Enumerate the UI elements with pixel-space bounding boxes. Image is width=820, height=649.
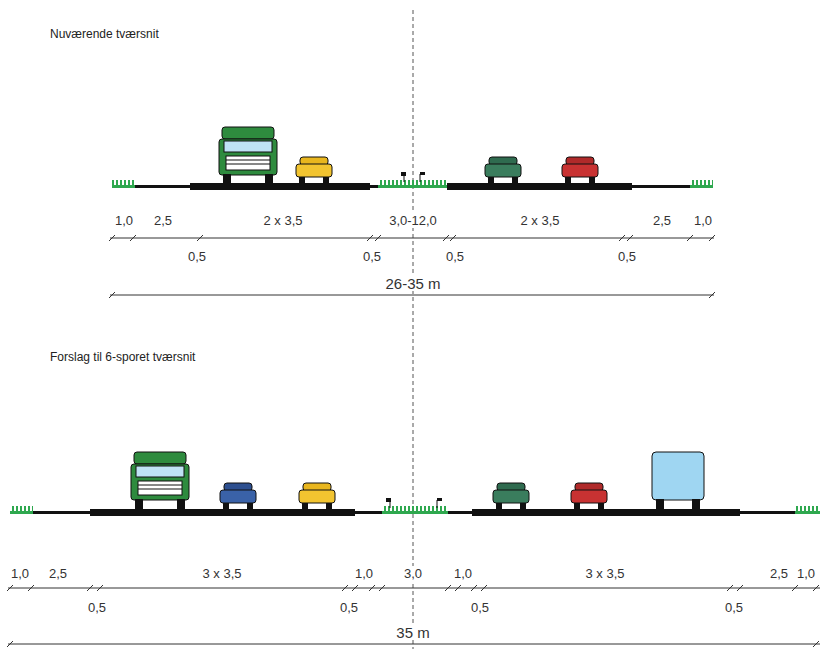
dimension-tick — [792, 585, 798, 591]
dimension-tick — [619, 235, 625, 241]
dimension-label: 1,0 — [9, 566, 31, 581]
dimension-tick — [687, 235, 693, 241]
dimension-label: 35 m — [394, 625, 431, 640]
dimension-label: 2,5 — [47, 566, 69, 581]
dimension-label: 0,5 — [186, 249, 208, 264]
dimension-tick — [375, 235, 381, 241]
dimension-tick — [369, 585, 375, 591]
dimension-tick — [727, 585, 733, 591]
section-heading: Nuværende tværsnit — [48, 27, 161, 42]
dimension-tick — [97, 585, 103, 591]
dimension-label: 2,5 — [152, 213, 174, 228]
dimension-label: 3,0-12,0 — [387, 213, 439, 228]
dimension-label: 0,5 — [469, 600, 491, 615]
dimension-label: 2,5 — [768, 566, 790, 581]
dimension-label: 1,0 — [692, 213, 714, 228]
dimension-label: 26-35 m — [383, 276, 442, 291]
dimension-tick — [443, 235, 449, 241]
dimension-label: 1,0 — [795, 566, 817, 581]
dimension-tick — [450, 235, 456, 241]
dimension-label: 1,0 — [113, 213, 135, 228]
dimension-label: 0,5 — [338, 600, 360, 615]
dimension-tick — [109, 235, 115, 241]
dimension-label: 0,5 — [361, 249, 383, 264]
dimension-label: 0,5 — [723, 600, 745, 615]
dimension-tick — [813, 641, 819, 647]
dimension-tick — [7, 641, 13, 647]
dimension-label: 0,5 — [616, 249, 638, 264]
dimension-tick — [7, 585, 13, 591]
dimension-tick — [445, 585, 451, 591]
dimension-tick — [481, 585, 487, 591]
dimension-tick — [367, 235, 373, 241]
dimension-label: 2,5 — [651, 213, 673, 228]
dimension-label: 0,5 — [444, 249, 466, 264]
dimension-label: 2 x 3,5 — [261, 213, 304, 228]
dimension-tick — [813, 585, 819, 591]
dimension-label: 2 x 3,5 — [518, 213, 561, 228]
dimension-tick — [197, 235, 203, 241]
dimension-label: 3 x 3,5 — [200, 566, 243, 581]
dimension-label: 3,0 — [402, 566, 424, 581]
dimension-tick — [709, 292, 715, 298]
dimension-tick — [130, 235, 136, 241]
dimension-label: 1,0 — [452, 566, 474, 581]
dimension-tick — [379, 585, 385, 591]
dimension-tick — [342, 585, 348, 591]
dimension-label: 0,5 — [86, 600, 108, 615]
dimension-tick — [455, 585, 461, 591]
dimension-tick — [352, 585, 358, 591]
dimension-tick — [87, 585, 93, 591]
dimension-tick — [28, 585, 34, 591]
dimension-tick — [627, 235, 633, 241]
dimension-tick — [109, 292, 115, 298]
dimension-tick — [737, 585, 743, 591]
dimension-tick — [471, 585, 477, 591]
dimension-label: 1,0 — [353, 566, 375, 581]
dimension-label: 3 x 3,5 — [583, 566, 626, 581]
dimension-tick — [709, 235, 715, 241]
section-heading: Forslag til 6-sporet tværsnit — [48, 350, 197, 365]
